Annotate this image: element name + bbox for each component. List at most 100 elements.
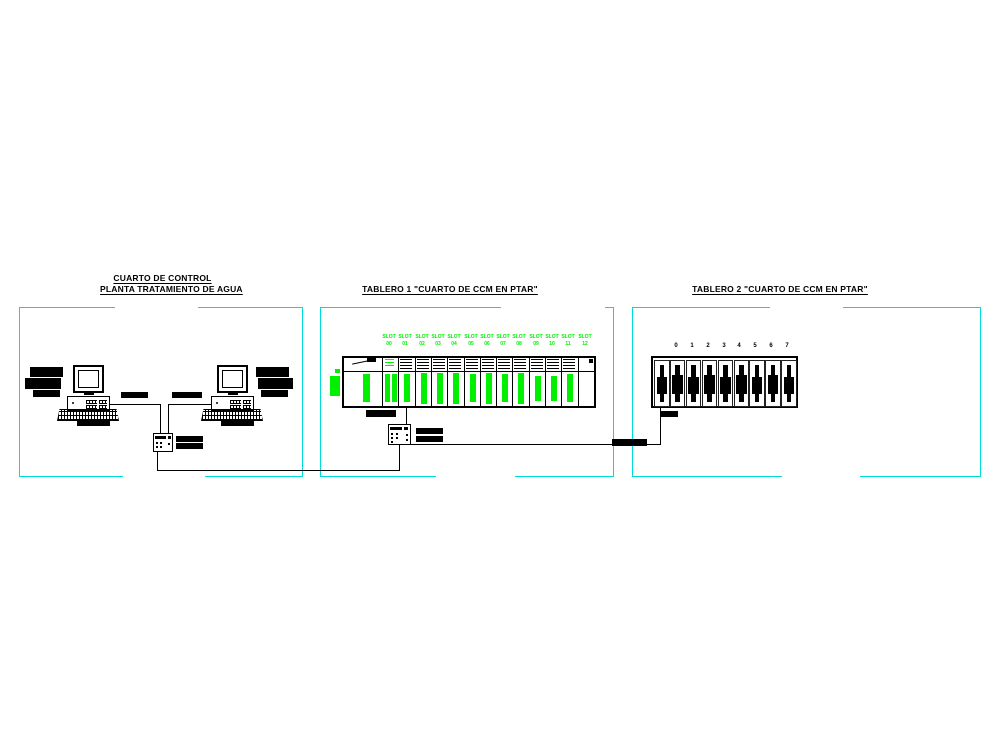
module-number: 4 <box>737 343 741 349</box>
control-room-title-line1: CUARTO DE CONTROL <box>113 273 212 283</box>
wire-up-to-rack2 <box>660 408 661 445</box>
panel-border-segment <box>843 307 980 308</box>
module-indicator <box>535 376 541 401</box>
slot-cell-02 <box>415 358 431 406</box>
wire-label-blob <box>172 392 202 398</box>
wire-panel2-to-panel3 <box>411 444 660 445</box>
breaker-module <box>701 359 718 407</box>
monitor-icon <box>73 365 104 393</box>
slot-cell-07 <box>496 358 512 406</box>
switch-port-strip <box>155 436 166 439</box>
power-section-mark <box>367 358 376 362</box>
switch-port <box>156 442 158 444</box>
panel-border-segment <box>19 476 123 477</box>
switch-port <box>391 437 393 439</box>
drive-bay <box>99 405 107 409</box>
switch-port <box>160 446 162 448</box>
switch-label-blob <box>416 436 443 442</box>
slot-cell-01 <box>398 358 414 406</box>
panel-border-segment <box>632 307 770 308</box>
rack-side-highlight <box>335 369 340 373</box>
cpu-unit-icon <box>67 396 110 411</box>
slot-cell-08 <box>512 358 528 406</box>
panel-border-segment <box>320 307 501 308</box>
workstation-right <box>201 365 264 426</box>
drive-bay <box>86 405 97 409</box>
module-indicator <box>551 376 557 401</box>
module-indicator <box>502 374 508 402</box>
slot-cell-09 <box>529 358 545 406</box>
switch-port <box>406 434 408 436</box>
breaker-module <box>733 359 749 407</box>
wire-rack-to-switch-middle <box>406 408 407 424</box>
switch-port <box>406 439 408 441</box>
slot-header-text <box>466 359 478 370</box>
slot-header-text <box>547 359 559 370</box>
rack-label-blob <box>366 410 396 417</box>
slot-cell-05 <box>464 358 480 406</box>
panel-border-segment <box>19 307 115 308</box>
panel-border-segment <box>860 476 980 477</box>
switch-port-strip <box>390 427 402 430</box>
switch-port <box>396 437 398 439</box>
drive-bay <box>230 400 241 404</box>
wire-pc-right-to-switch <box>168 404 211 405</box>
module-number: 6 <box>769 343 773 349</box>
module-indicator <box>437 373 443 404</box>
monitor-icon <box>217 365 248 393</box>
tablero2-title: TABLERO 2 "CUARTO DE CCM EN PTAR" <box>692 284 868 294</box>
module-indicator <box>385 374 390 402</box>
panel-border-segment <box>19 307 20 477</box>
module-indicator <box>404 374 410 402</box>
breaker-module <box>765 359 781 407</box>
slot-cell-00 <box>382 358 398 406</box>
annotation-blob <box>261 390 288 397</box>
monitor-screen <box>78 370 99 388</box>
tablero1-title: TABLERO 1 "CUARTO DE CCM EN PTAR" <box>362 284 538 294</box>
switch-port <box>168 443 170 445</box>
slot-header-mark <box>589 359 593 363</box>
wire-pc-right-to-switch <box>168 404 169 433</box>
switch-port <box>156 446 158 448</box>
module-indicator <box>518 373 524 404</box>
slot-cell-10 <box>545 358 561 406</box>
switch-port <box>396 433 398 435</box>
rack-header-divider <box>344 371 594 372</box>
slot-cell-03 <box>431 358 447 406</box>
annotation-blob <box>30 367 63 377</box>
plc-rack <box>342 356 596 408</box>
module-number: 0 <box>674 343 678 349</box>
workstation-left <box>57 365 120 426</box>
panel-border-segment <box>613 307 614 477</box>
module-indicator <box>363 374 370 402</box>
panel-border-segment <box>205 476 302 477</box>
panel-border-segment <box>515 476 613 477</box>
drive-bay <box>99 400 107 404</box>
wire-pc-left-to-switch <box>110 404 160 405</box>
module-number: 1 <box>690 343 694 349</box>
switch-port-strip <box>404 427 408 430</box>
breaker-module <box>669 359 686 407</box>
slot-header-text <box>433 359 445 370</box>
slot-header-text <box>385 359 394 368</box>
panel-border-segment <box>980 307 981 477</box>
slot-header-text <box>514 359 526 370</box>
module-number: 7 <box>785 343 789 349</box>
drive-bay <box>243 400 251 404</box>
module-indicator <box>392 374 397 402</box>
power-section-mark <box>352 360 368 365</box>
switch-port-strip <box>168 436 171 439</box>
drive-bay <box>86 400 97 404</box>
panel-border-segment <box>320 476 436 477</box>
control-room-title-line2: PLANTA TRATAMIENTO DE AGUA <box>100 284 243 294</box>
slot-cell-12 <box>578 358 594 406</box>
wire-label-blob <box>661 411 678 417</box>
slot-header-text <box>498 359 510 370</box>
